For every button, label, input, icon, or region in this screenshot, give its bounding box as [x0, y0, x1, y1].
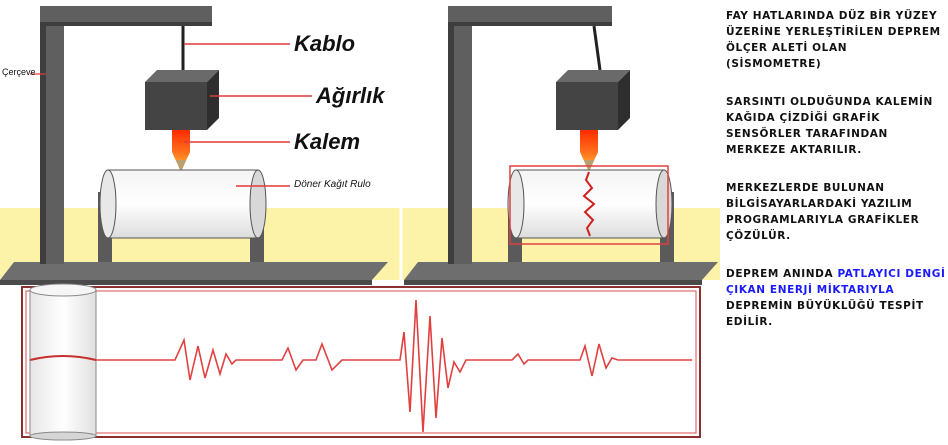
paper-roll: [29, 289, 97, 437]
label-kalem: Kalem: [294, 129, 361, 154]
paper-strip: [21, 286, 701, 438]
description-p4-pre: DEPREM ANINDA: [726, 268, 838, 280]
pen-left: [172, 130, 190, 172]
description-p4-post: DEPREMİN BÜYÜKLÜĞÜ TESPİT EDİLİR.: [726, 300, 924, 328]
cable-right: [592, 25, 602, 71]
description-paragraph-3: MERKEZLERDE BULUNAN BİLGİSAYARLARDAKİ YA…: [726, 182, 920, 242]
paper-drum-left: [107, 169, 259, 239]
description-paragraph-1: FAY HATLARINDA DÜZ BİR YÜZEY ÜZERİNE YER…: [726, 10, 941, 70]
drum-highlight-box: [509, 165, 669, 245]
label-kablo: Kablo: [294, 31, 356, 56]
drum-trace: [582, 171, 596, 237]
pen-right: [580, 130, 598, 172]
base-plate-right: [404, 262, 718, 280]
description-panel: FAY HATLARINDA DÜZ BİR YÜZEY ÜZERİNE YER…: [726, 8, 946, 352]
paper-drum-right: [515, 169, 665, 239]
frame-arm-right: [448, 6, 612, 26]
seismometer-left: [0, 6, 388, 285]
weight-right: [556, 82, 618, 130]
description-paragraph-4: DEPREM ANINDA PATLAYICI DENGİ ÇIKAN ENER…: [726, 266, 946, 330]
seismogram-trace: [96, 299, 692, 433]
label-doner-kagit-rulo: Döner Kağıt Rulo: [294, 179, 371, 190]
frame-arm-left: [40, 6, 212, 26]
description-p4-highlight: PATLAYICI DENGİ ÇIKAN ENERJİ MİKTARIYLA: [726, 268, 946, 296]
description-paragraph-2: SARSINTI OLDUĞUNDA KALEMİN KAĞIDA ÇİZDİĞ…: [726, 96, 933, 156]
seismogram-strip: [21, 283, 701, 441]
weight-left: [145, 82, 207, 130]
label-lines: [30, 43, 312, 187]
label-cerceve: Çerçeve: [2, 67, 36, 77]
seismometer-right: [404, 6, 718, 285]
base-plate-left: [0, 262, 388, 280]
label-agirlik: Ağırlık: [316, 83, 385, 108]
